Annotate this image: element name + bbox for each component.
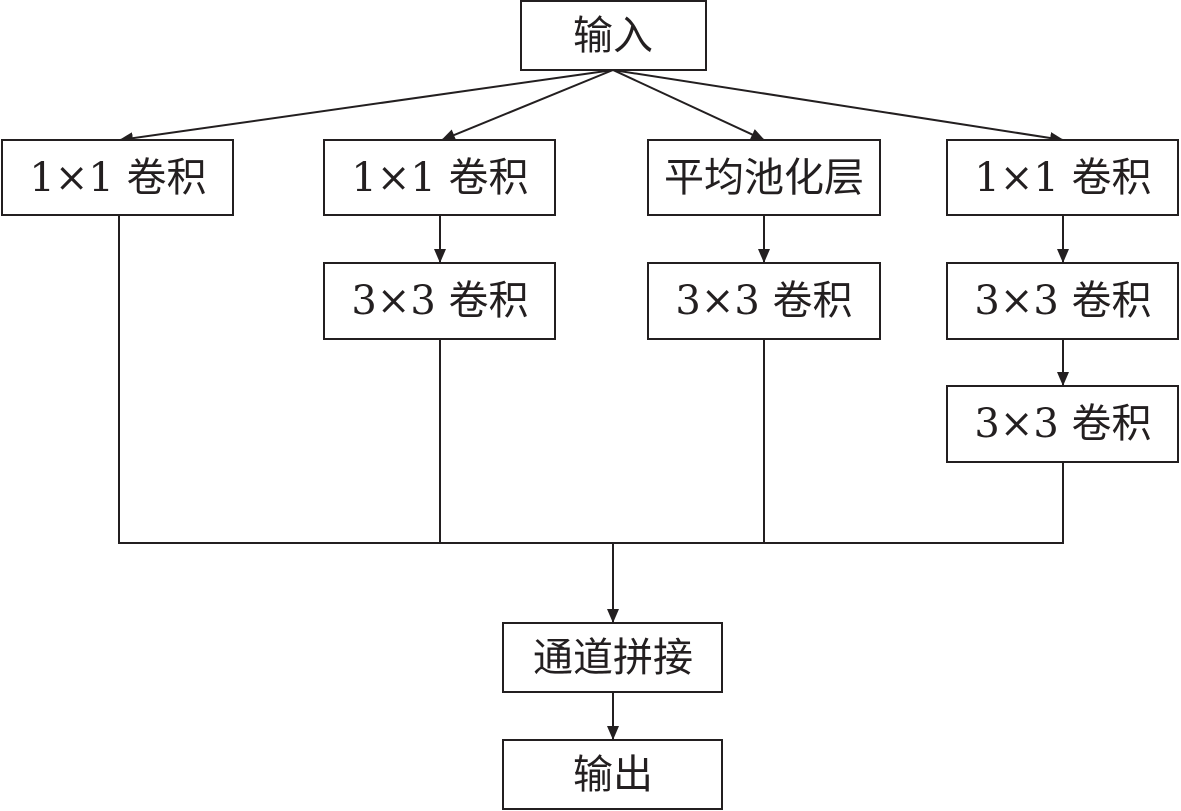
node-branch4-conv3x3-b-label: 3×3 卷积 <box>974 401 1151 447</box>
node-branch4-conv3x3-a-label: 3×3 卷积 <box>974 278 1151 324</box>
node-branch2-conv1x1-label: 1×1 卷积 <box>351 155 528 201</box>
node-branch4-conv1x1: 1×1 卷积 <box>946 139 1179 216</box>
node-branch1-conv1x1-label: 1×1 卷积 <box>29 155 206 201</box>
node-branch4-conv3x3-b: 3×3 卷积 <box>946 385 1179 463</box>
node-input-label: 输入 <box>573 13 653 59</box>
edge-input-to-branch4 <box>612 69 1064 144</box>
node-branch3-conv3x3-label: 3×3 卷积 <box>675 278 852 324</box>
node-branch3-conv3x3: 3×3 卷积 <box>647 262 881 340</box>
edge-input-to-branch3 <box>612 69 765 141</box>
node-branch3-avgpool: 平均池化层 <box>647 139 881 216</box>
node-branch2-conv3x3-label: 3×3 卷积 <box>351 278 528 324</box>
node-branch2-conv1x1: 1×1 卷积 <box>323 139 556 216</box>
node-output-label: 输出 <box>573 752 653 798</box>
node-input: 输入 <box>520 0 707 71</box>
node-branch4-conv1x1-label: 1×1 卷积 <box>974 155 1151 201</box>
node-branch1-conv1x1: 1×1 卷积 <box>1 139 234 216</box>
edge-input-to-branch2 <box>441 69 614 141</box>
node-branch4-conv3x3-a: 3×3 卷积 <box>946 262 1179 340</box>
node-branch3-avgpool-label: 平均池化层 <box>664 155 864 201</box>
node-concat: 通道拼接 <box>502 622 723 693</box>
node-output: 输出 <box>502 739 723 810</box>
node-branch2-conv3x3: 3×3 卷积 <box>323 262 556 340</box>
edge-input-to-branch1 <box>119 69 614 145</box>
node-concat-label: 通道拼接 <box>533 635 693 681</box>
